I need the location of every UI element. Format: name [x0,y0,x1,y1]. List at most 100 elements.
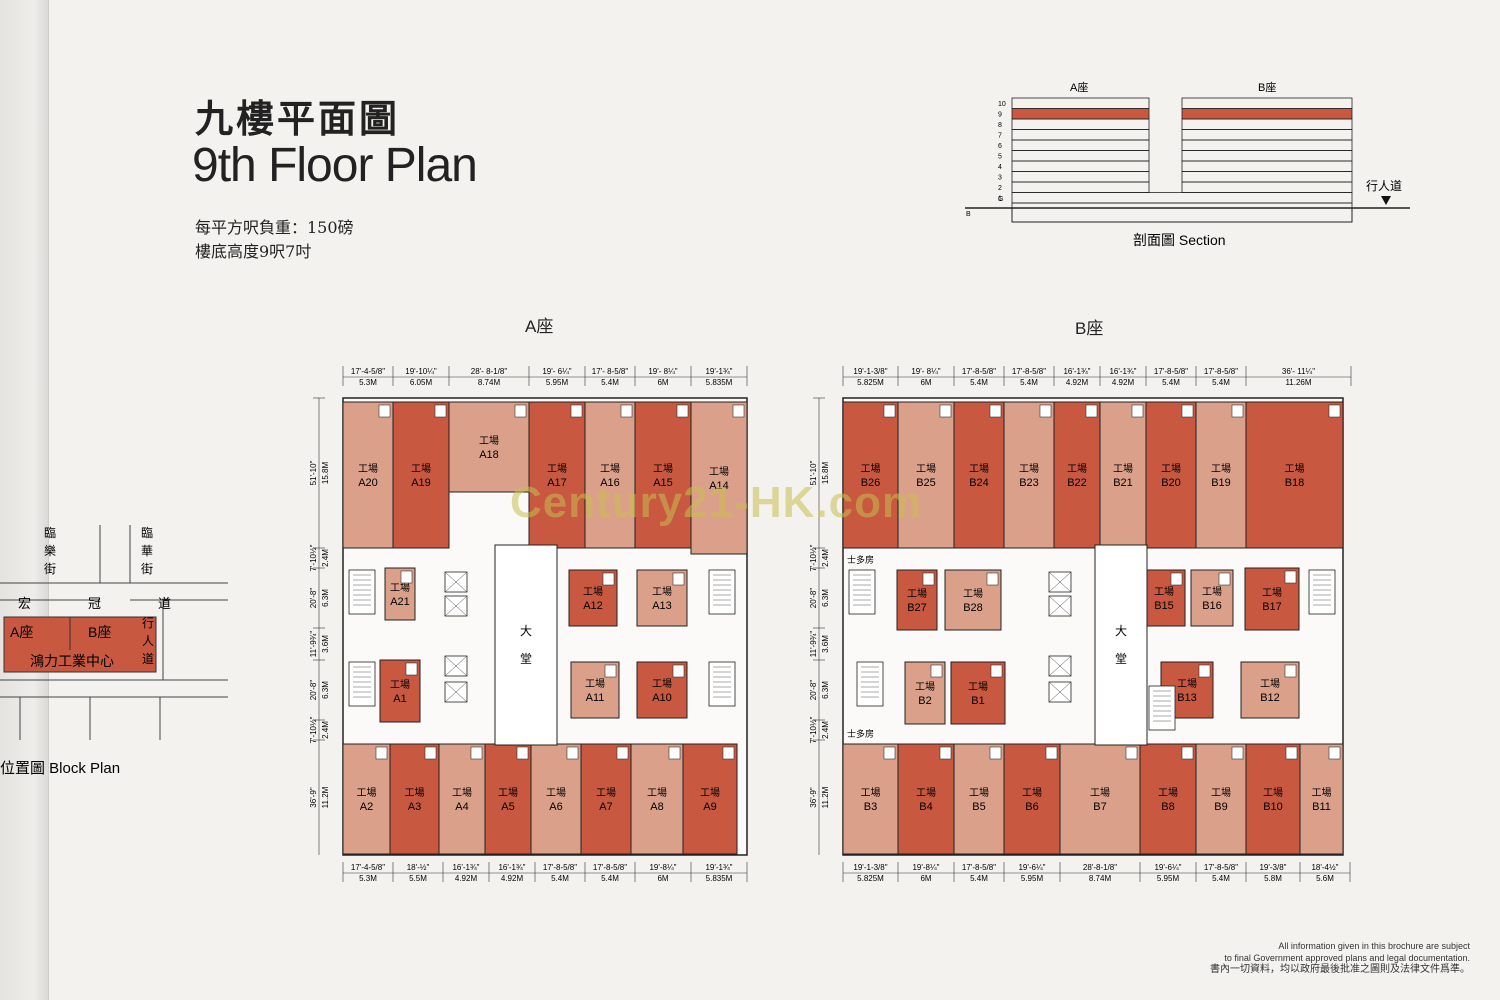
svg-text:B12: B12 [1260,692,1280,704]
svg-text:工場: 工場 [583,585,603,598]
svg-text:工場: 工場 [963,587,983,600]
stair-1 [1308,569,1336,615]
plan-b-label: B座 [1075,319,1104,338]
svg-text:A9: A9 [703,801,716,813]
bottom-dim-m-0: 5.825M [857,874,884,883]
svg-text:B2: B2 [918,695,931,707]
bottom-dim-ft-5: 17'-8-5/8" [593,863,627,872]
unit-B23: 工場 B23 [1003,401,1055,549]
svg-text:工場: 工場 [1262,586,1282,599]
svg-text:工場: 工場 [709,465,729,478]
svg-text:工場: 工場 [907,587,927,600]
bottom-dim-m-0: 5.3M [359,874,377,883]
svg-text:B28: B28 [963,602,983,614]
svg-text:工場: 工場 [547,462,567,475]
section-floor-b-7 [1181,129,1353,141]
top-dim-m-2: 5.4M [970,378,988,387]
top-dim-ft-0: 19'-1-3/8" [853,367,887,376]
svg-text:工場: 工場 [1260,677,1280,690]
svg-text:A11: A11 [586,692,605,704]
side-dim-m-6: 11.2M [821,786,830,808]
svg-text:B17: B17 [1262,601,1282,613]
section-wing-b-label: B座 [1258,80,1276,94]
svg-text:工場: 工場 [546,786,566,799]
section-floor-a-2 [1011,181,1150,193]
svg-text:B6: B6 [1025,801,1038,813]
top-dim-m-3: 5.95M [546,378,569,387]
svg-text:工場: 工場 [1161,462,1181,475]
stair-2 [348,661,376,707]
side-dim-ft-0: 51'-10" [309,460,318,485]
svg-text:工場: 工場 [1019,462,1039,475]
svg-text:工場: 工場 [916,462,936,475]
svg-text:工場: 工場 [861,462,881,475]
block-street-path: 行人道 [142,616,154,666]
floor-label-1: 1 [998,196,1002,203]
top-dim-ft-7: 17'-8-5/8" [1204,367,1238,376]
svg-text:工場: 工場 [969,462,989,475]
svg-text:工場: 工場 [358,462,378,475]
svg-text:工場: 工場 [498,786,518,799]
svg-text:工場: 工場 [1202,585,1222,598]
svg-text:B10: B10 [1263,801,1283,813]
section-floor-b-8 [1181,118,1353,130]
floor-label-8: 8 [998,122,1002,129]
lift-1 [1048,595,1072,617]
svg-text:A4: A4 [455,801,468,813]
bottom-dim-m-7: 5.8M [1264,874,1282,883]
svg-text:臨: 臨 [141,526,153,540]
svg-text:A15: A15 [653,477,673,489]
top-dim-ft-3: 17'-8-5/8" [1012,367,1046,376]
section-floor-a-6 [1011,139,1150,151]
bottom-dim-m-3: 4.92M [501,874,524,883]
top-dim-ft-6: 19'-1¾" [705,367,732,376]
stair-3 [708,661,736,707]
svg-text:B3: B3 [864,801,877,813]
lobby [1094,544,1148,746]
bottom-dim-ft-2: 17'-8-5/8" [962,863,996,872]
svg-text:B15: B15 [1154,600,1174,612]
svg-text:工場: 工場 [1154,585,1174,598]
side-dim-m-2: 6.3M [821,589,830,607]
side-dim-m-0: 15.8M [821,462,830,485]
svg-text:A19: A19 [411,477,431,489]
block-building-name: 鴻力工業中心 [30,653,114,669]
bottom-dim-ft-8: 18'-4½" [1311,863,1338,872]
top-dim-m-4: 4.92M [1066,378,1089,387]
bottom-dim-ft-7: 19'-3/8" [1259,863,1286,872]
svg-text:B20: B20 [1161,477,1181,489]
block-plan: A座 B座 鴻力工業中心 位置圖 Block Plan 臨樂街臨華街行人道宏冠道 [0,525,228,777]
svg-text:工場: 工場 [1113,462,1133,475]
floor-label-2: 2 [998,185,1002,192]
svg-text:工場: 工場 [916,786,936,799]
top-dim-m-5: 6M [657,378,668,387]
svg-text:B23: B23 [1019,477,1039,489]
bottom-dim-ft-4: 28'-8-1/8" [1083,863,1117,872]
section-floor-b-4 [1181,160,1353,172]
top-dim-ft-8: 36'- 11¼" [1282,367,1315,376]
section-floor-b-5 [1181,150,1353,162]
svg-text:工場: 工場 [600,462,620,475]
lift-2 [444,655,468,677]
floor-label-3: 3 [998,175,1002,182]
floor-b-label: B [966,211,971,218]
section-floor-a-7 [1011,129,1150,141]
top-dim-ft-2: 17'-8-5/8" [962,367,996,376]
svg-text:大: 大 [1115,624,1127,638]
unit-B28: 工場 B28 [944,569,1002,631]
svg-text:工場: 工場 [700,786,720,799]
